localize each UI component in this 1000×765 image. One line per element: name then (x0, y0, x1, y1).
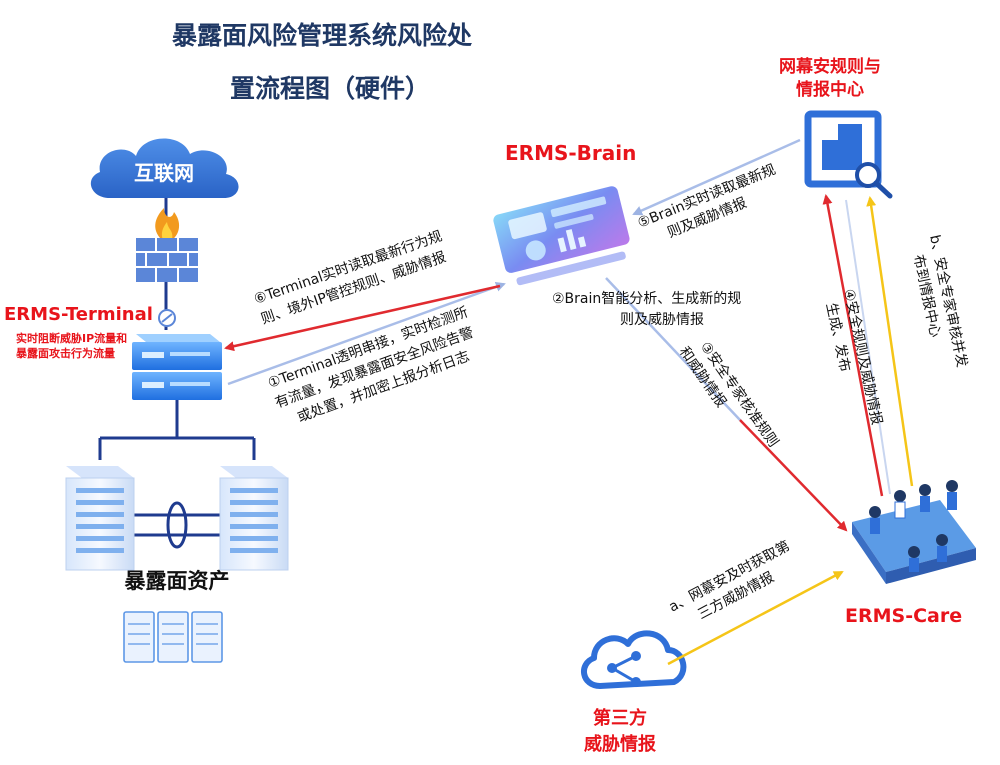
terminal-desc-line-1: 实时阻断威胁IP流量和 (16, 331, 127, 345)
third-party-label-line-2: 威胁情报 (584, 733, 656, 755)
arrow-step-2 (605, 277, 741, 421)
arrow-step-1 (227, 282, 506, 386)
step-2-text: ②Brain智能分析、生成新的规 则及威胁情报 (552, 291, 741, 328)
brain-label: ERMS-Brain (505, 141, 636, 165)
arrow-step-b (866, 196, 914, 487)
arrow-step-4 (822, 194, 884, 497)
server-rack-icon (219, 466, 289, 571)
terminal-label: ERMS-Terminal (4, 304, 153, 325)
step-2-line-1: ②Brain智能分析、生成新的规 (552, 291, 741, 307)
firewall-icon (136, 208, 198, 282)
care-label: ERMS-Care (845, 605, 962, 627)
title-line-1: 暴露面风险管理系统风险处 (172, 21, 472, 50)
intel-center-label-line-2: 情报中心 (796, 79, 864, 100)
step-3-text: ③安全专家核准规则 和威胁情报 (676, 339, 782, 451)
care-team-icon (852, 480, 976, 584)
internet-label: 互联网 (134, 161, 194, 185)
title-line-2: 置流程图（硬件） (230, 74, 430, 103)
third-party-cloud-icon (581, 630, 687, 689)
step-a-text: a、网慕安及时获取第 三方威胁情报 (666, 537, 793, 623)
brain-platform-icon (493, 186, 630, 286)
step-b-text: b、安全专家审核并发 布到情报中心 (910, 233, 971, 368)
intel-center-search-icon (804, 110, 893, 199)
arrow-step-5 (632, 138, 801, 216)
link-icon (158, 309, 176, 327)
step-6-text: ⑥Terminal实时读取最新行为规 则、境外IP管控规则、威胁情报 (252, 227, 448, 327)
link-ring-icon (166, 501, 188, 549)
third-party-label-line-1: 第三方 (593, 707, 647, 729)
step-4-text: ④安全规则及威胁情报 生成、发布 (823, 287, 886, 426)
terminal-device-icon (132, 334, 222, 400)
intel-center-label-line-1: 网幕安规则与 (779, 56, 881, 77)
servers-outline-icon (123, 611, 223, 663)
step-5-text: ⑤Brain实时读取最新规 则及威胁情报 (635, 161, 778, 241)
arrow-step-a (667, 570, 844, 666)
server-rack-icon (65, 466, 135, 571)
asset-network-lines (98, 400, 256, 537)
arrow-care-to-intel-blue (845, 199, 891, 495)
internet-cloud-icon (90, 138, 239, 198)
arrow-step-6 (224, 284, 501, 352)
arrow-step-3 (739, 419, 848, 532)
terminal-desc-line-2: 暴露面攻击行为流量 (15, 346, 115, 360)
assets-label: 暴露面资产 (125, 569, 230, 593)
step-1-text: ①Terminal透明串接，实时检测所 有流量，发现暴露面安全风险告警 或处置，… (266, 303, 476, 425)
step-2-line-2: 则及威胁情报 (620, 312, 704, 328)
